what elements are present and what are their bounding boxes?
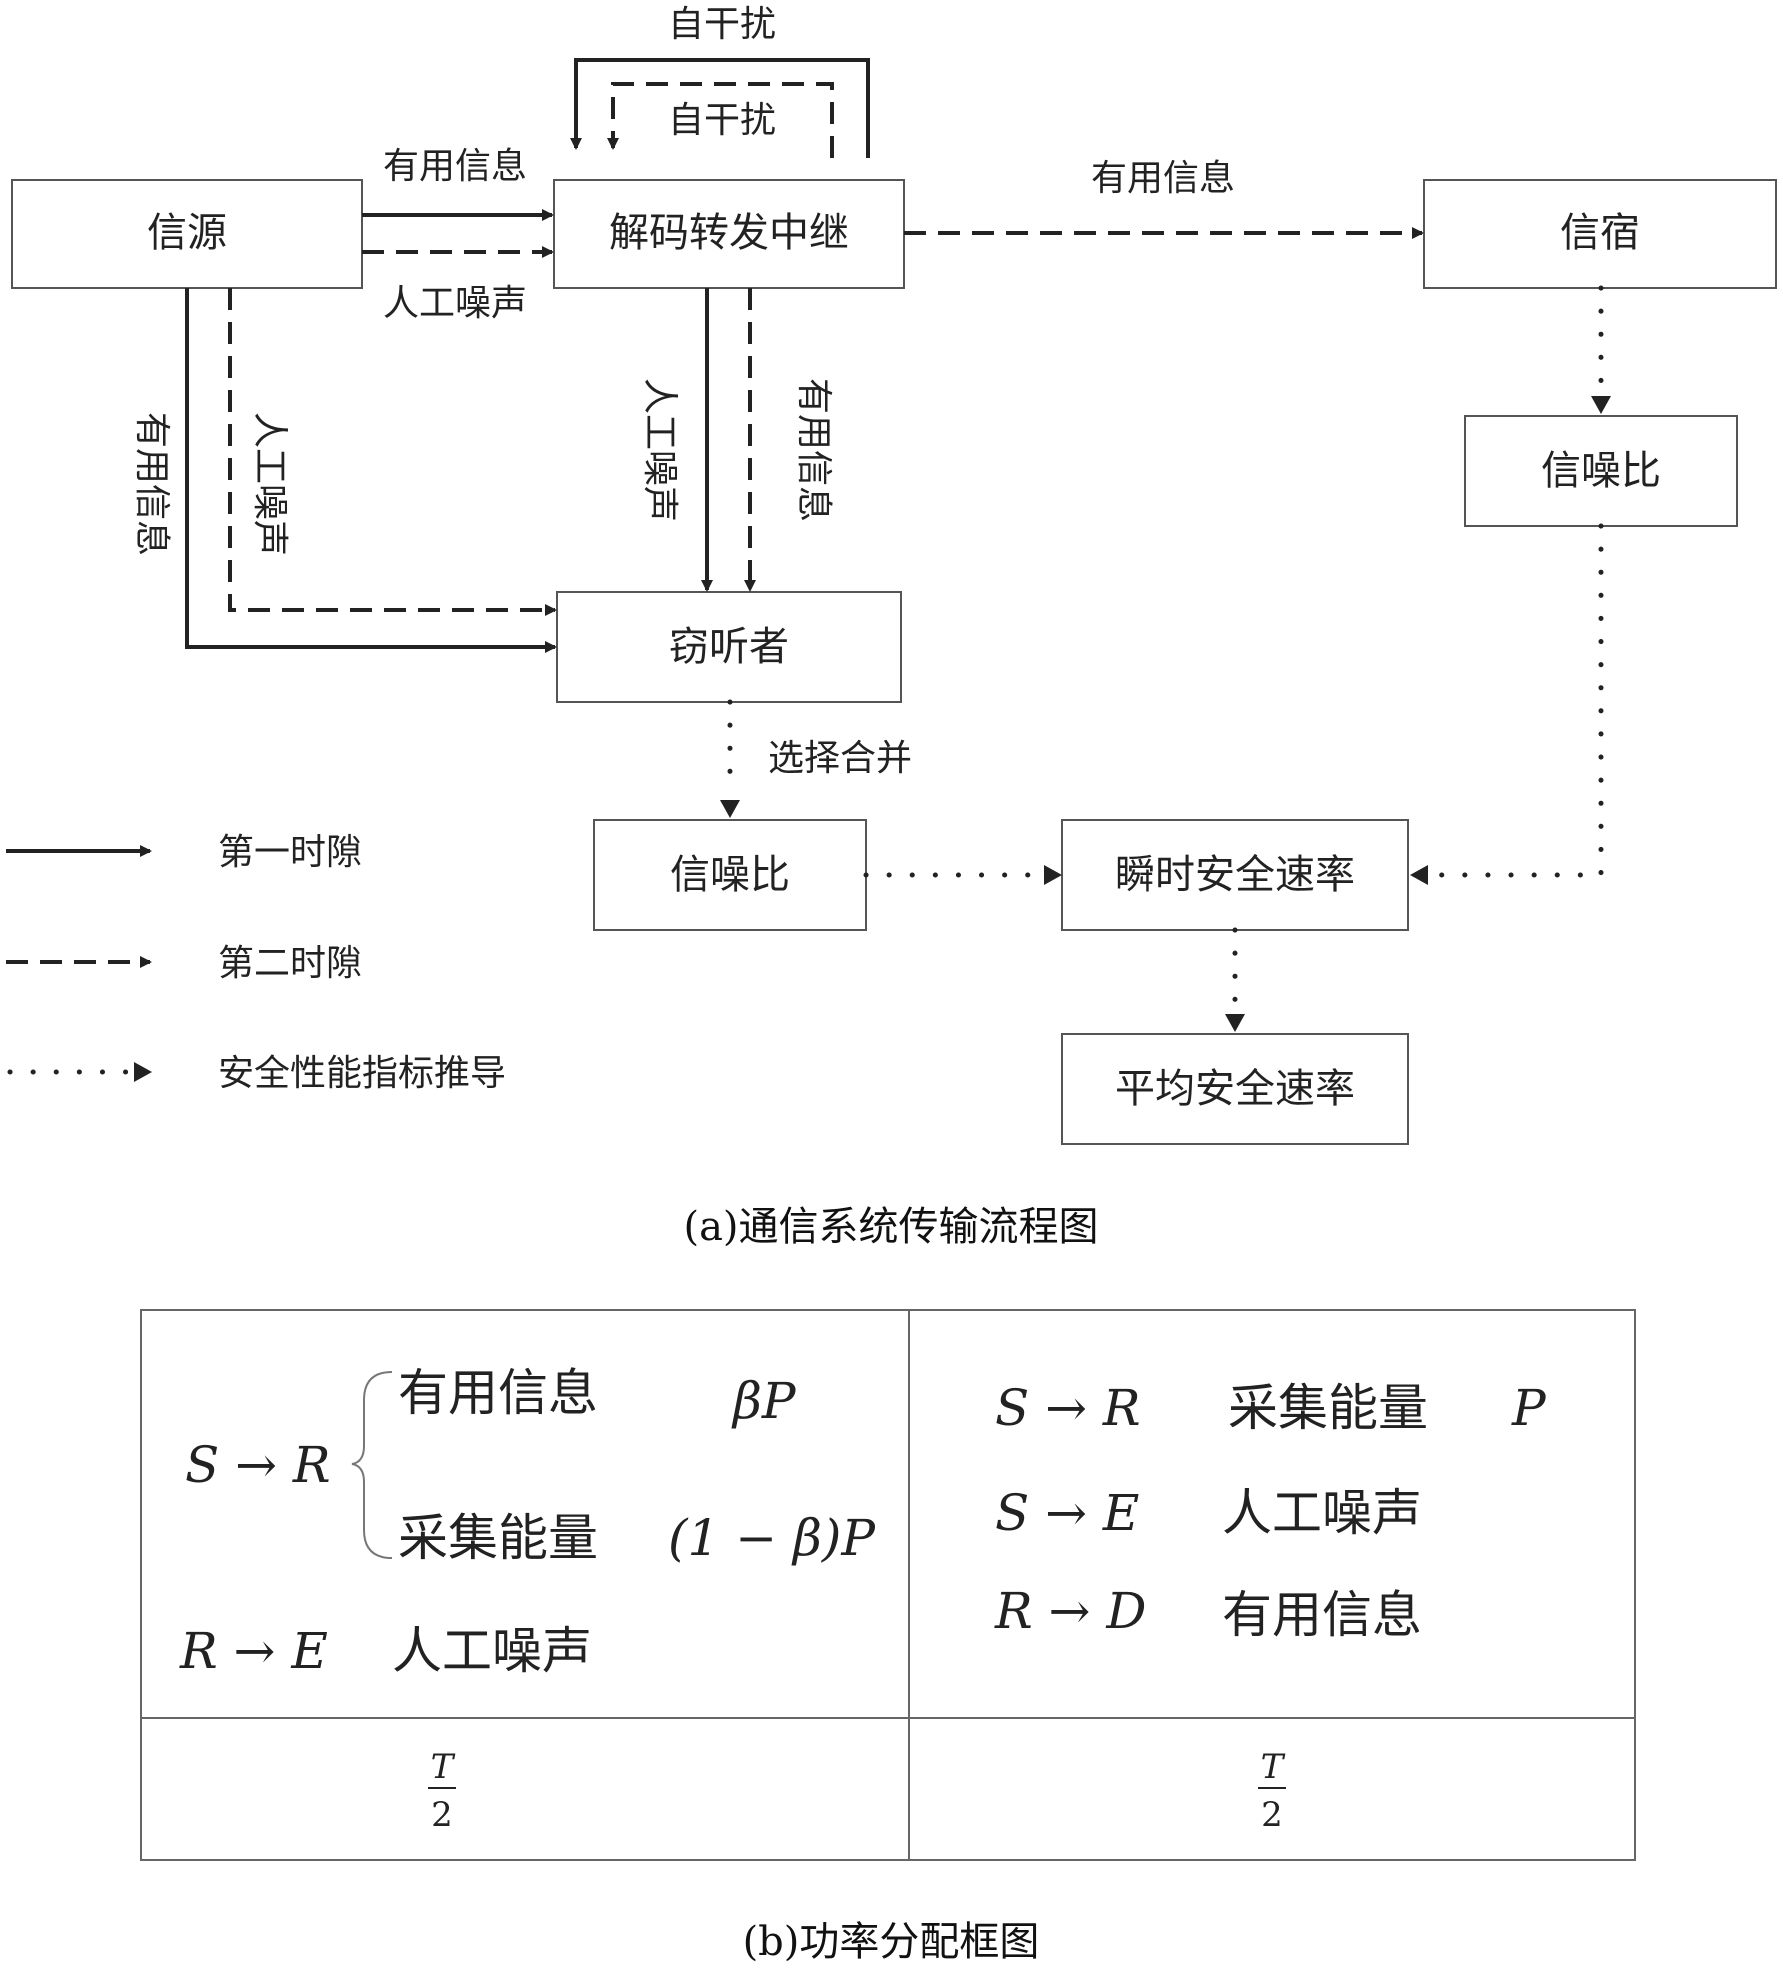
node-snr-eve-label: 信噪比 xyxy=(670,852,790,898)
slot1-duration: T 2 xyxy=(428,1747,456,1835)
caption-a: (a)通信系统传输流程图 xyxy=(683,1204,1098,1250)
slot1-branch1-power: βP xyxy=(731,1372,797,1430)
label-self-interference-inner: 自干扰 xyxy=(668,100,776,141)
node-eavesdropper-label: 窃听者 xyxy=(669,624,789,670)
node-eavesdropper: 窃听者 xyxy=(557,592,901,702)
legend-metric-derivation: 安全性能指标推导 xyxy=(218,1053,506,1094)
caption-b: (b)功率分配框图 xyxy=(743,1919,1040,1965)
slot2-row3-label: 有用信息 xyxy=(1222,1586,1422,1644)
label-selection-combining: 选择合并 xyxy=(768,738,912,779)
diagram-a: 信源 解码转发中继 信宿 信噪比 窃听者 信噪比 瞬时安全速率 平均安全速率 xyxy=(6,4,1776,1250)
node-avg-rate-label: 平均安全速率 xyxy=(1115,1066,1355,1112)
legend-dotted-arrow xyxy=(134,1062,152,1082)
label-src-relay-noise: 人工噪声 xyxy=(383,283,527,324)
edge-snr-sink-rate-arrow xyxy=(1410,865,1428,885)
slot1-r-to-e: R → E xyxy=(179,1622,328,1680)
label-src-relay-info: 有用信息 xyxy=(383,146,527,187)
legend-second-slot: 第二时隙 xyxy=(218,943,362,984)
label-relay-sink-info: 有用信息 xyxy=(1091,158,1235,199)
slot1-duration-denominator: 2 xyxy=(431,1795,453,1835)
edge-sink-snr-arrow xyxy=(1591,396,1611,414)
edge-snr-sink-rate xyxy=(1432,526,1601,875)
edge-src-eve-info xyxy=(187,288,555,647)
label-src-eve-noise: 人工噪声 xyxy=(249,412,290,556)
slot2-duration: T 2 xyxy=(1258,1747,1286,1835)
slot2-row2-link: S → E xyxy=(995,1484,1139,1542)
slot1-brace xyxy=(352,1372,392,1558)
edge-rate-avg-arrow xyxy=(1225,1014,1245,1032)
legend: 第一时隙 第二时隙 安全性能指标推导 xyxy=(6,832,506,1094)
node-instant-rate-label: 瞬时安全速率 xyxy=(1115,852,1355,898)
node-relay: 解码转发中继 xyxy=(554,180,904,288)
node-source: 信源 xyxy=(12,180,362,288)
node-avg-rate: 平均安全速率 xyxy=(1062,1034,1408,1144)
diagram-b: S → R 有用信息 βP 采集能量 (1 − β)P R → E 人工噪声 S… xyxy=(141,1310,1635,1965)
slot2-duration-numerator: T xyxy=(1261,1747,1286,1787)
slot1-branch2-label: 采集能量 xyxy=(398,1509,598,1567)
node-sink: 信宿 xyxy=(1424,180,1776,288)
slot2-row2-label: 人工噪声 xyxy=(1222,1484,1422,1542)
slot2-cell: S → R 采集能量 P S → E 人工噪声 R → D 有用信息 xyxy=(994,1379,1547,1644)
node-source-label: 信源 xyxy=(147,210,227,256)
slot1-branch2-power: (1 − β)P xyxy=(668,1509,876,1567)
edge-snr-eve-rate-arrow xyxy=(1044,865,1062,885)
node-snr-sink-label: 信噪比 xyxy=(1541,448,1661,494)
slot2-row1-label: 采集能量 xyxy=(1228,1379,1428,1437)
node-instant-rate: 瞬时安全速率 xyxy=(1062,820,1408,930)
slot2-row1-link: S → R xyxy=(995,1379,1141,1437)
slot1-cell: S → R 有用信息 βP 采集能量 (1 − β)P R → E 人工噪声 xyxy=(179,1364,876,1680)
node-snr-sink: 信噪比 xyxy=(1465,416,1737,526)
slot1-duration-numerator: T xyxy=(431,1747,456,1787)
slot2-duration-denominator: 2 xyxy=(1261,1795,1283,1835)
node-snr-eve: 信噪比 xyxy=(594,820,866,930)
slot1-r-to-e-label: 人工噪声 xyxy=(392,1622,592,1680)
legend-first-slot: 第一时隙 xyxy=(218,832,362,873)
slot1-s-to-r: S → R xyxy=(185,1436,331,1494)
slot2-row3-link: R → D xyxy=(994,1582,1146,1640)
node-relay-label: 解码转发中继 xyxy=(609,210,849,256)
label-self-interference-outer: 自干扰 xyxy=(668,4,776,45)
slot2-row1-power: P xyxy=(1511,1379,1547,1437)
node-sink-label: 信宿 xyxy=(1560,210,1640,256)
edge-selection-combining-arrow xyxy=(720,800,740,818)
label-relay-eve-info: 有用信息 xyxy=(793,378,834,522)
label-relay-eve-noise: 人工噪声 xyxy=(639,378,680,522)
slot1-branch1-label: 有用信息 xyxy=(398,1364,598,1422)
label-src-eve-info: 有用信息 xyxy=(131,412,172,556)
